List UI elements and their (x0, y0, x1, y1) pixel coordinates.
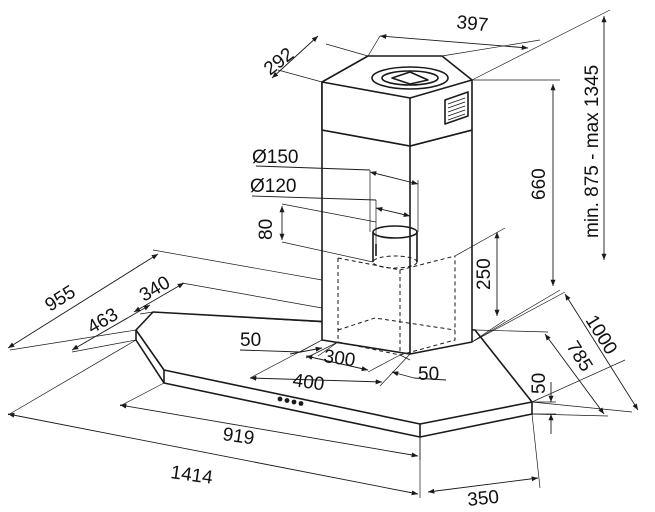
dim-50-mid: 50 (391, 354, 447, 385)
dim-50-right: 50 (529, 373, 556, 434)
dim-955-label: 955 (42, 282, 80, 317)
dim-120-label: Ø120 (250, 176, 296, 197)
dim-300-label: 300 (322, 346, 356, 371)
dim-50-mid-label: 50 (418, 364, 439, 385)
dim-660-label: 660 (529, 168, 550, 200)
dim-50-left: 50 (239, 330, 339, 357)
dim-150-label: Ø150 (252, 147, 298, 168)
dim-397-label: 397 (455, 12, 489, 36)
vent-grille (444, 91, 469, 125)
dim-400-label: 400 (291, 370, 325, 395)
dim-150: Ø150 (252, 147, 419, 232)
dim-397: 397 (367, 12, 541, 57)
dim-785-label: 785 (562, 338, 597, 376)
dim-919-label: 919 (221, 424, 255, 449)
dim-292-label: 292 (260, 44, 298, 80)
top-housing (321, 55, 473, 147)
dim-1414-label: 1414 (169, 462, 214, 489)
dim-50-left-label: 50 (240, 330, 261, 351)
dim-250: 250 (454, 227, 506, 343)
dim-340-label: 340 (136, 272, 174, 306)
dim-340: 340 (133, 272, 323, 315)
dim-range-label: min. 875 - max 1345 (582, 65, 603, 238)
dim-80: 80 (256, 203, 377, 263)
dim-50-right-label: 50 (529, 373, 550, 394)
dim-400: 400 (249, 339, 411, 395)
dim-300: 300 (305, 341, 401, 373)
dim-350: 350 (427, 413, 541, 511)
dim-120: Ø120 (250, 176, 411, 244)
dim-660: 660 (471, 79, 561, 343)
dim-350-label: 350 (466, 487, 500, 511)
dim-80-label: 80 (256, 219, 277, 240)
dim-250-label: 250 (474, 258, 495, 290)
